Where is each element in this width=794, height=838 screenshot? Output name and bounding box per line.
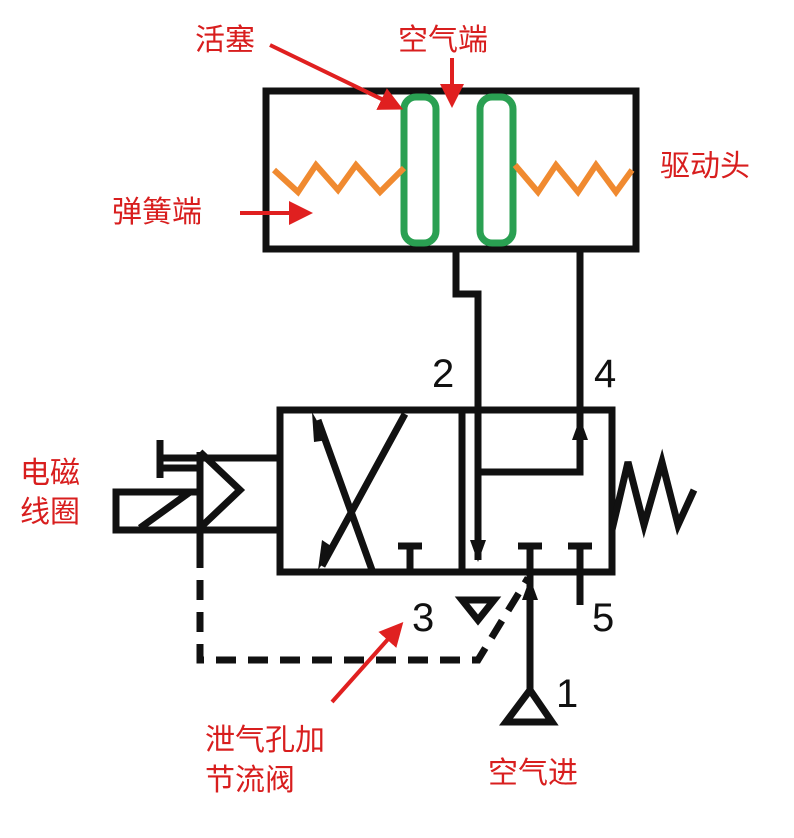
label-solenoid-1: 电磁	[20, 456, 80, 491]
label-exhaust-2: 节流阀	[205, 763, 295, 798]
port3-exhaust	[454, 596, 502, 626]
blocked-port-left	[398, 542, 422, 572]
arrowhead-port4	[572, 418, 588, 440]
arrowhead-port1	[522, 578, 538, 600]
port5-line	[568, 542, 592, 605]
port-3: 3	[412, 596, 435, 640]
piston-left	[400, 93, 440, 247]
port2-line	[452, 249, 482, 560]
cross-arrow-1	[314, 418, 376, 572]
label-solenoid-2: 线圈	[20, 495, 80, 530]
cross-arrow-2	[318, 412, 409, 568]
label-air-end: 空气端	[398, 23, 488, 58]
label-actuator: 驱动头	[660, 149, 750, 184]
port4-line	[478, 249, 584, 476]
arrowhead-port2	[470, 540, 486, 562]
port-2: 2	[432, 352, 455, 396]
port-5: 5	[592, 596, 615, 640]
label-air-in: 空气进	[488, 756, 578, 791]
port-4: 4	[594, 352, 617, 396]
piston-arrow	[269, 43, 404, 110]
label-piston: 活塞	[195, 23, 255, 58]
piston-right	[476, 93, 517, 247]
valve-body	[276, 406, 616, 576]
exhaust-arrow	[330, 622, 404, 704]
port-1: 1	[556, 672, 579, 716]
label-exhaust-1: 泄气孔加	[205, 723, 325, 758]
spring-left	[271, 160, 407, 197]
spring-right	[512, 159, 635, 198]
return-spring	[608, 448, 698, 539]
label-spring-end: 弹簧端	[112, 195, 202, 230]
solenoid	[112, 440, 280, 548]
arrowhead-up-left	[312, 412, 328, 442]
port1-line	[518, 542, 542, 690]
arrowhead-down-left	[318, 540, 334, 570]
pilot-line	[196, 548, 531, 664]
port1-supply	[499, 684, 559, 726]
